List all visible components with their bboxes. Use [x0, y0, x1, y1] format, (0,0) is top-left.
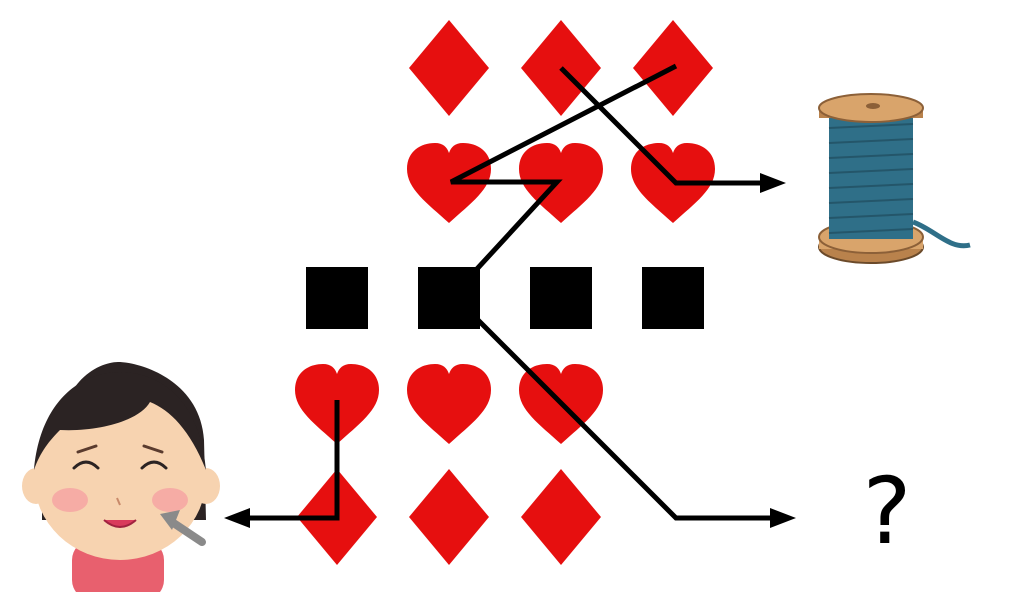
diamond-shape [409, 20, 489, 116]
arrowhead-right-icon [770, 508, 796, 528]
black-square [530, 267, 592, 329]
arrowhead-right-icon [760, 173, 786, 193]
unknown-result-question-mark: ? [862, 458, 912, 565]
arrow-pointing-to-cheek-icon [160, 510, 206, 546]
connector-paths [242, 63, 772, 521]
smiling-girl-icon [22, 362, 220, 592]
diamond-row-bottom [297, 469, 601, 565]
path-to-question [474, 316, 772, 521]
path-to-spool [449, 63, 678, 272]
heart-row-bottom [295, 364, 603, 444]
path-to-spool-tail [559, 66, 760, 186]
black-square [306, 267, 368, 329]
diamond-shape [409, 469, 489, 565]
diamond-shape [521, 469, 601, 565]
square-row [306, 267, 704, 329]
path-to-girl [242, 400, 340, 521]
thread-spool-icon [818, 93, 971, 264]
arrowheads [224, 173, 796, 528]
arrowhead-left-icon [224, 508, 250, 528]
black-square [642, 267, 704, 329]
heart-shape [407, 364, 491, 444]
black-square [418, 267, 480, 329]
